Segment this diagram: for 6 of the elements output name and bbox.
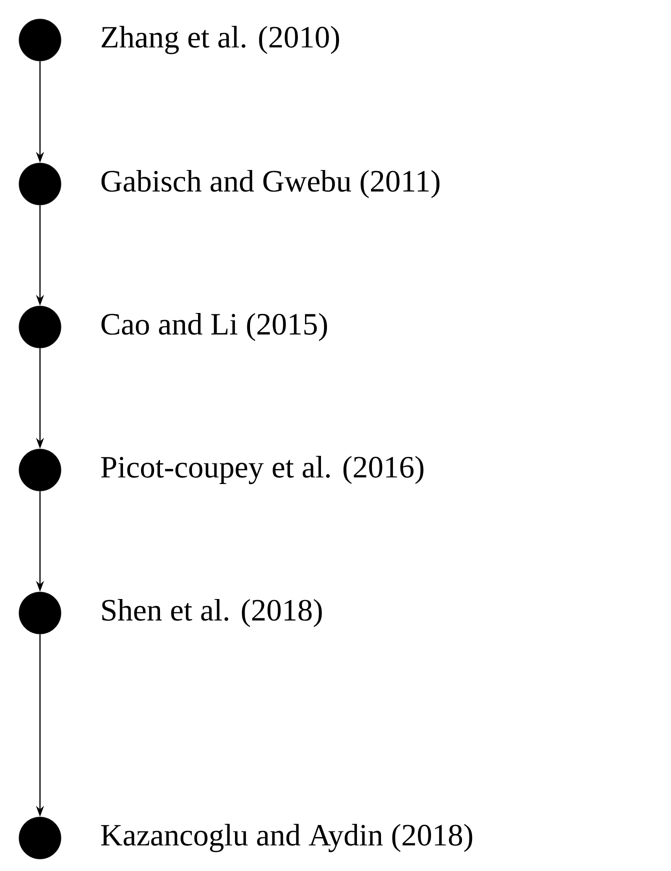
citation-label: Shen et al. (2018) xyxy=(102,598,322,628)
citation-label: Kazancoglu and Aydin (2018) xyxy=(101,824,472,852)
citation-label: Picot-coupey et al. (2016) xyxy=(101,456,424,484)
citation-label: Zhang et al. (2010) xyxy=(102,26,340,54)
citation-label: Gabisch and Gwebu (2011) xyxy=(101,170,440,198)
citation-label: Cao and Li (2015) xyxy=(101,312,327,342)
